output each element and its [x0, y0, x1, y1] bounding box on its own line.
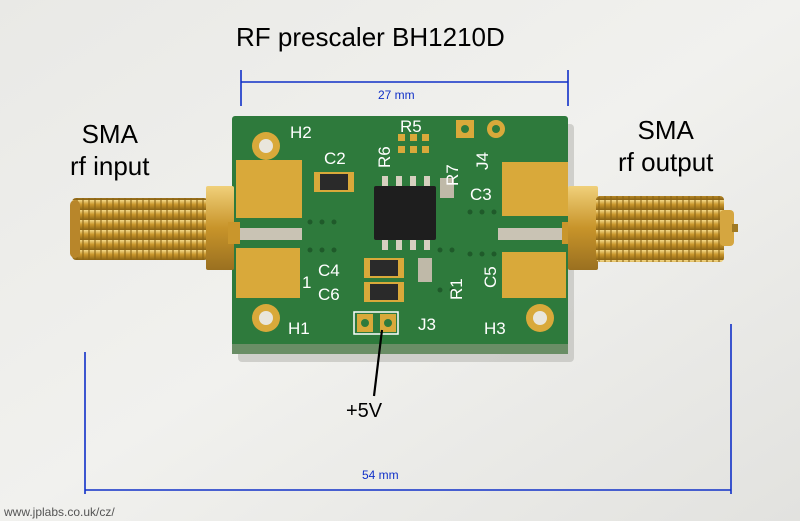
silk-h1: H1 — [288, 319, 310, 338]
silk-h2: H2 — [290, 123, 312, 142]
right-connector-type: SMA — [637, 115, 694, 145]
silk-c5: C5 — [481, 266, 500, 288]
ground-pad-bottom-right — [502, 252, 566, 298]
watermark-url: www.jplabs.co.uk/cz/ — [4, 505, 115, 519]
sma-connector-left — [70, 186, 240, 270]
silk-c3: C3 — [470, 185, 492, 204]
dimension-line-bottom — [84, 324, 732, 494]
ic-pins — [382, 176, 430, 250]
pcb-silkscreen: H2 H1 H3 C2 C3 C4 C6 1 J3 R5 R6 R7 J4 R1… — [288, 117, 506, 338]
silk-h3: H3 — [484, 319, 506, 338]
silk-r6: R6 — [375, 146, 394, 168]
board-width-label: 27 mm — [378, 88, 415, 102]
mounting-hole-h1 — [252, 304, 280, 332]
mounting-hole-h2 — [252, 132, 280, 160]
sma-connector-right — [562, 186, 738, 270]
silk-r1: R1 — [447, 278, 466, 300]
power-pointer-line — [372, 329, 384, 397]
dimension-line-top — [240, 70, 569, 106]
silk-j4: J4 — [473, 152, 492, 170]
via-field — [307, 209, 497, 293]
silk-c6: C6 — [318, 285, 340, 304]
silk-r5: R5 — [400, 117, 422, 136]
silk-r7: R7 — [443, 164, 462, 186]
capacitor-c6 — [364, 282, 404, 302]
right-connector-role: rf output — [618, 147, 714, 177]
mounting-hole-h3 — [526, 304, 554, 332]
right-connector-label: SMA rf output — [618, 114, 713, 178]
header-j3 — [353, 311, 399, 335]
output-microstrip — [498, 228, 568, 240]
pcb-edge — [232, 344, 568, 354]
ic-chip — [374, 186, 436, 240]
ground-pad-top-right — [502, 162, 568, 216]
overall-length-label: 54 mm — [362, 468, 399, 482]
ground-pad-bottom-left — [236, 248, 300, 298]
resistor-r7 — [440, 178, 454, 198]
left-connector-type: SMA — [81, 119, 138, 149]
ground-pad-top-left — [236, 160, 302, 218]
left-connector-role: rf input — [70, 151, 150, 181]
pad-grid-r5-r6 — [398, 134, 429, 153]
input-microstrip — [232, 228, 302, 240]
left-connector-label: SMA rf input — [70, 118, 150, 182]
header-j4 — [456, 120, 505, 138]
photo-title: RF prescaler BH1210D — [236, 22, 505, 52]
silk-pin1: 1 — [302, 273, 311, 292]
silk-j3: J3 — [418, 315, 436, 334]
capacitor-c2 — [314, 172, 354, 192]
capacitor-c4 — [364, 258, 404, 278]
silk-c2: C2 — [324, 149, 346, 168]
silk-c4: C4 — [318, 261, 340, 280]
resistor-r1 — [418, 258, 432, 282]
power-label: +5V — [346, 400, 383, 422]
